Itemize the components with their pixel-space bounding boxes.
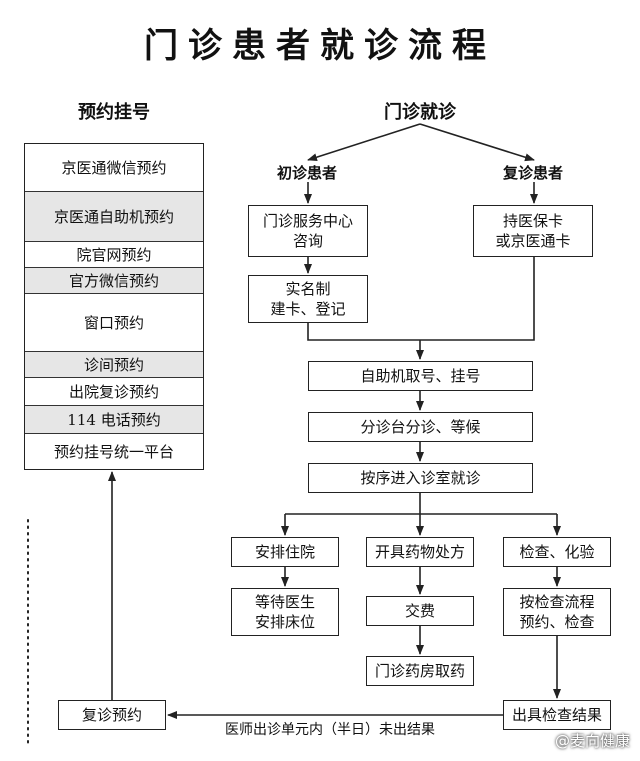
real-name-registration-box: 实名制 建卡、登记 bbox=[248, 275, 368, 323]
first-visit-label: 初诊患者 bbox=[276, 164, 337, 182]
wait-bed-box: 等待医生 安排床位 bbox=[231, 588, 339, 636]
booking-channel-item: 预约挂号统一平台 bbox=[53, 442, 174, 461]
booking-channel-item: 114 电话预约 bbox=[25, 406, 203, 434]
enter-room-box: 按序进入诊室就诊 bbox=[308, 463, 533, 493]
watermark-text: @麦向健康 bbox=[554, 732, 630, 750]
no-result-note: 医师出诊单元内（半日）未出结果 bbox=[225, 722, 435, 738]
followup-appointment-box: 复诊预约 bbox=[58, 700, 166, 730]
line-card-merge bbox=[420, 257, 535, 341]
pharmacy-box: 门诊药房取药 bbox=[366, 656, 474, 686]
admission-box: 安排住院 bbox=[231, 537, 339, 567]
exam-box: 检查、化验 bbox=[503, 537, 611, 567]
outpatient-visit-label: 门诊就诊 bbox=[384, 102, 456, 123]
arrow-to-first-visit bbox=[307, 123, 421, 162]
line-real-name-merge bbox=[307, 323, 420, 341]
booking-channel-item: 诊间预约 bbox=[25, 352, 203, 378]
booking-channel-item: 官方微信预约 bbox=[25, 268, 203, 294]
self-service-registration-box: 自助机取号、挂号 bbox=[308, 361, 533, 391]
exam-result-box: 出具检查结果 bbox=[503, 700, 611, 730]
booking-channel-item: 京医通微信预约 bbox=[25, 144, 203, 192]
exam-process-box: 按检查流程 预约、检查 bbox=[503, 588, 611, 636]
page-title: 门诊患者就诊流程 bbox=[144, 26, 496, 66]
payment-box: 交费 bbox=[366, 596, 474, 626]
booking-channel-item: 窗口预约 bbox=[25, 294, 203, 352]
booking-channel-item: 出院复诊预约 bbox=[25, 378, 203, 406]
return-visit-label: 复诊患者 bbox=[502, 164, 563, 182]
service-center-box: 门诊服务中心 咨询 bbox=[248, 205, 368, 257]
line-split bbox=[285, 493, 557, 515]
arrow-to-return-visit bbox=[419, 123, 535, 162]
booking-channel-list: 京医通微信预约京医通自助机预约院官网预约官方微信预约窗口预约诊间预约出院复诊预约… bbox=[24, 143, 204, 470]
insurance-card-box: 持医保卡 或京医通卡 bbox=[473, 205, 593, 257]
booking-heading: 预约挂号 bbox=[78, 102, 150, 123]
triage-box: 分诊台分诊、等候 bbox=[308, 412, 533, 442]
booking-channel-item: 院官网预约 bbox=[25, 242, 203, 268]
prescription-box: 开具药物处方 bbox=[366, 537, 474, 567]
booking-channel-item: 京医通自助机预约 bbox=[25, 192, 203, 242]
